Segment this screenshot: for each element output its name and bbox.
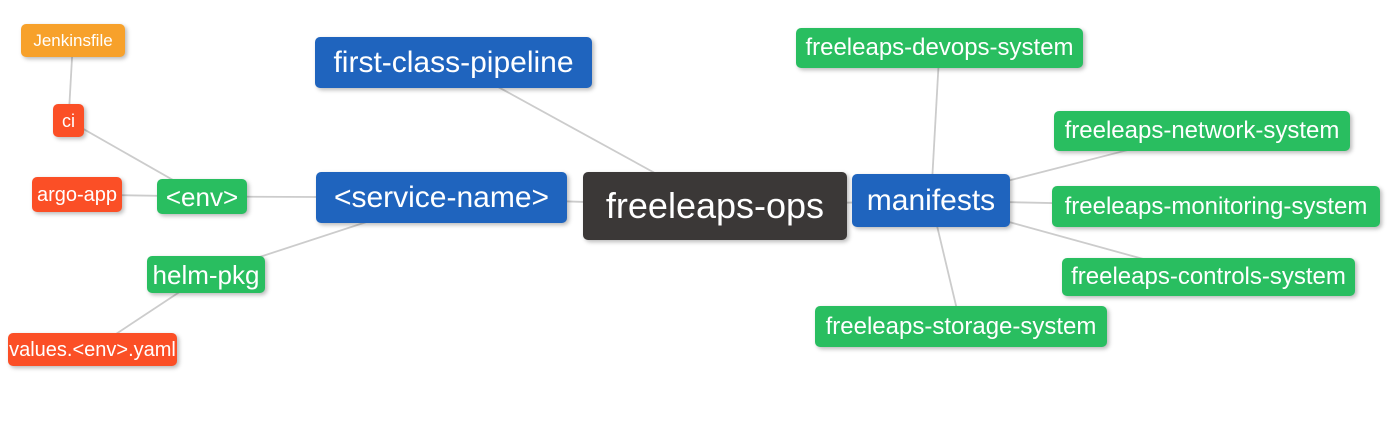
node-manifests[interactable]: manifests [852, 174, 1010, 227]
node-helm-pkg[interactable]: helm-pkg [147, 256, 265, 293]
node-storage-system[interactable]: freeleaps-storage-system [815, 306, 1107, 347]
node-argo-app[interactable]: argo-app [32, 177, 122, 212]
node-devops-system[interactable]: freeleaps-devops-system [796, 28, 1083, 68]
node-controls-system[interactable]: freeleaps-controls-system [1062, 258, 1355, 296]
node-freeleaps-ops[interactable]: freeleaps-ops [583, 172, 847, 240]
node-env[interactable]: <env> [157, 179, 247, 214]
node-service-name[interactable]: <service-name> [316, 172, 567, 223]
node-jenkinsfile[interactable]: Jenkinsfile [21, 24, 125, 57]
node-first-class-pipeline[interactable]: first-class-pipeline [315, 37, 592, 88]
node-ci[interactable]: ci [53, 104, 84, 137]
node-network-system[interactable]: freeleaps-network-system [1054, 111, 1350, 151]
node-values-env-yaml[interactable]: values.<env>.yaml [8, 333, 177, 366]
node-monitoring-system[interactable]: freeleaps-monitoring-system [1052, 186, 1380, 227]
